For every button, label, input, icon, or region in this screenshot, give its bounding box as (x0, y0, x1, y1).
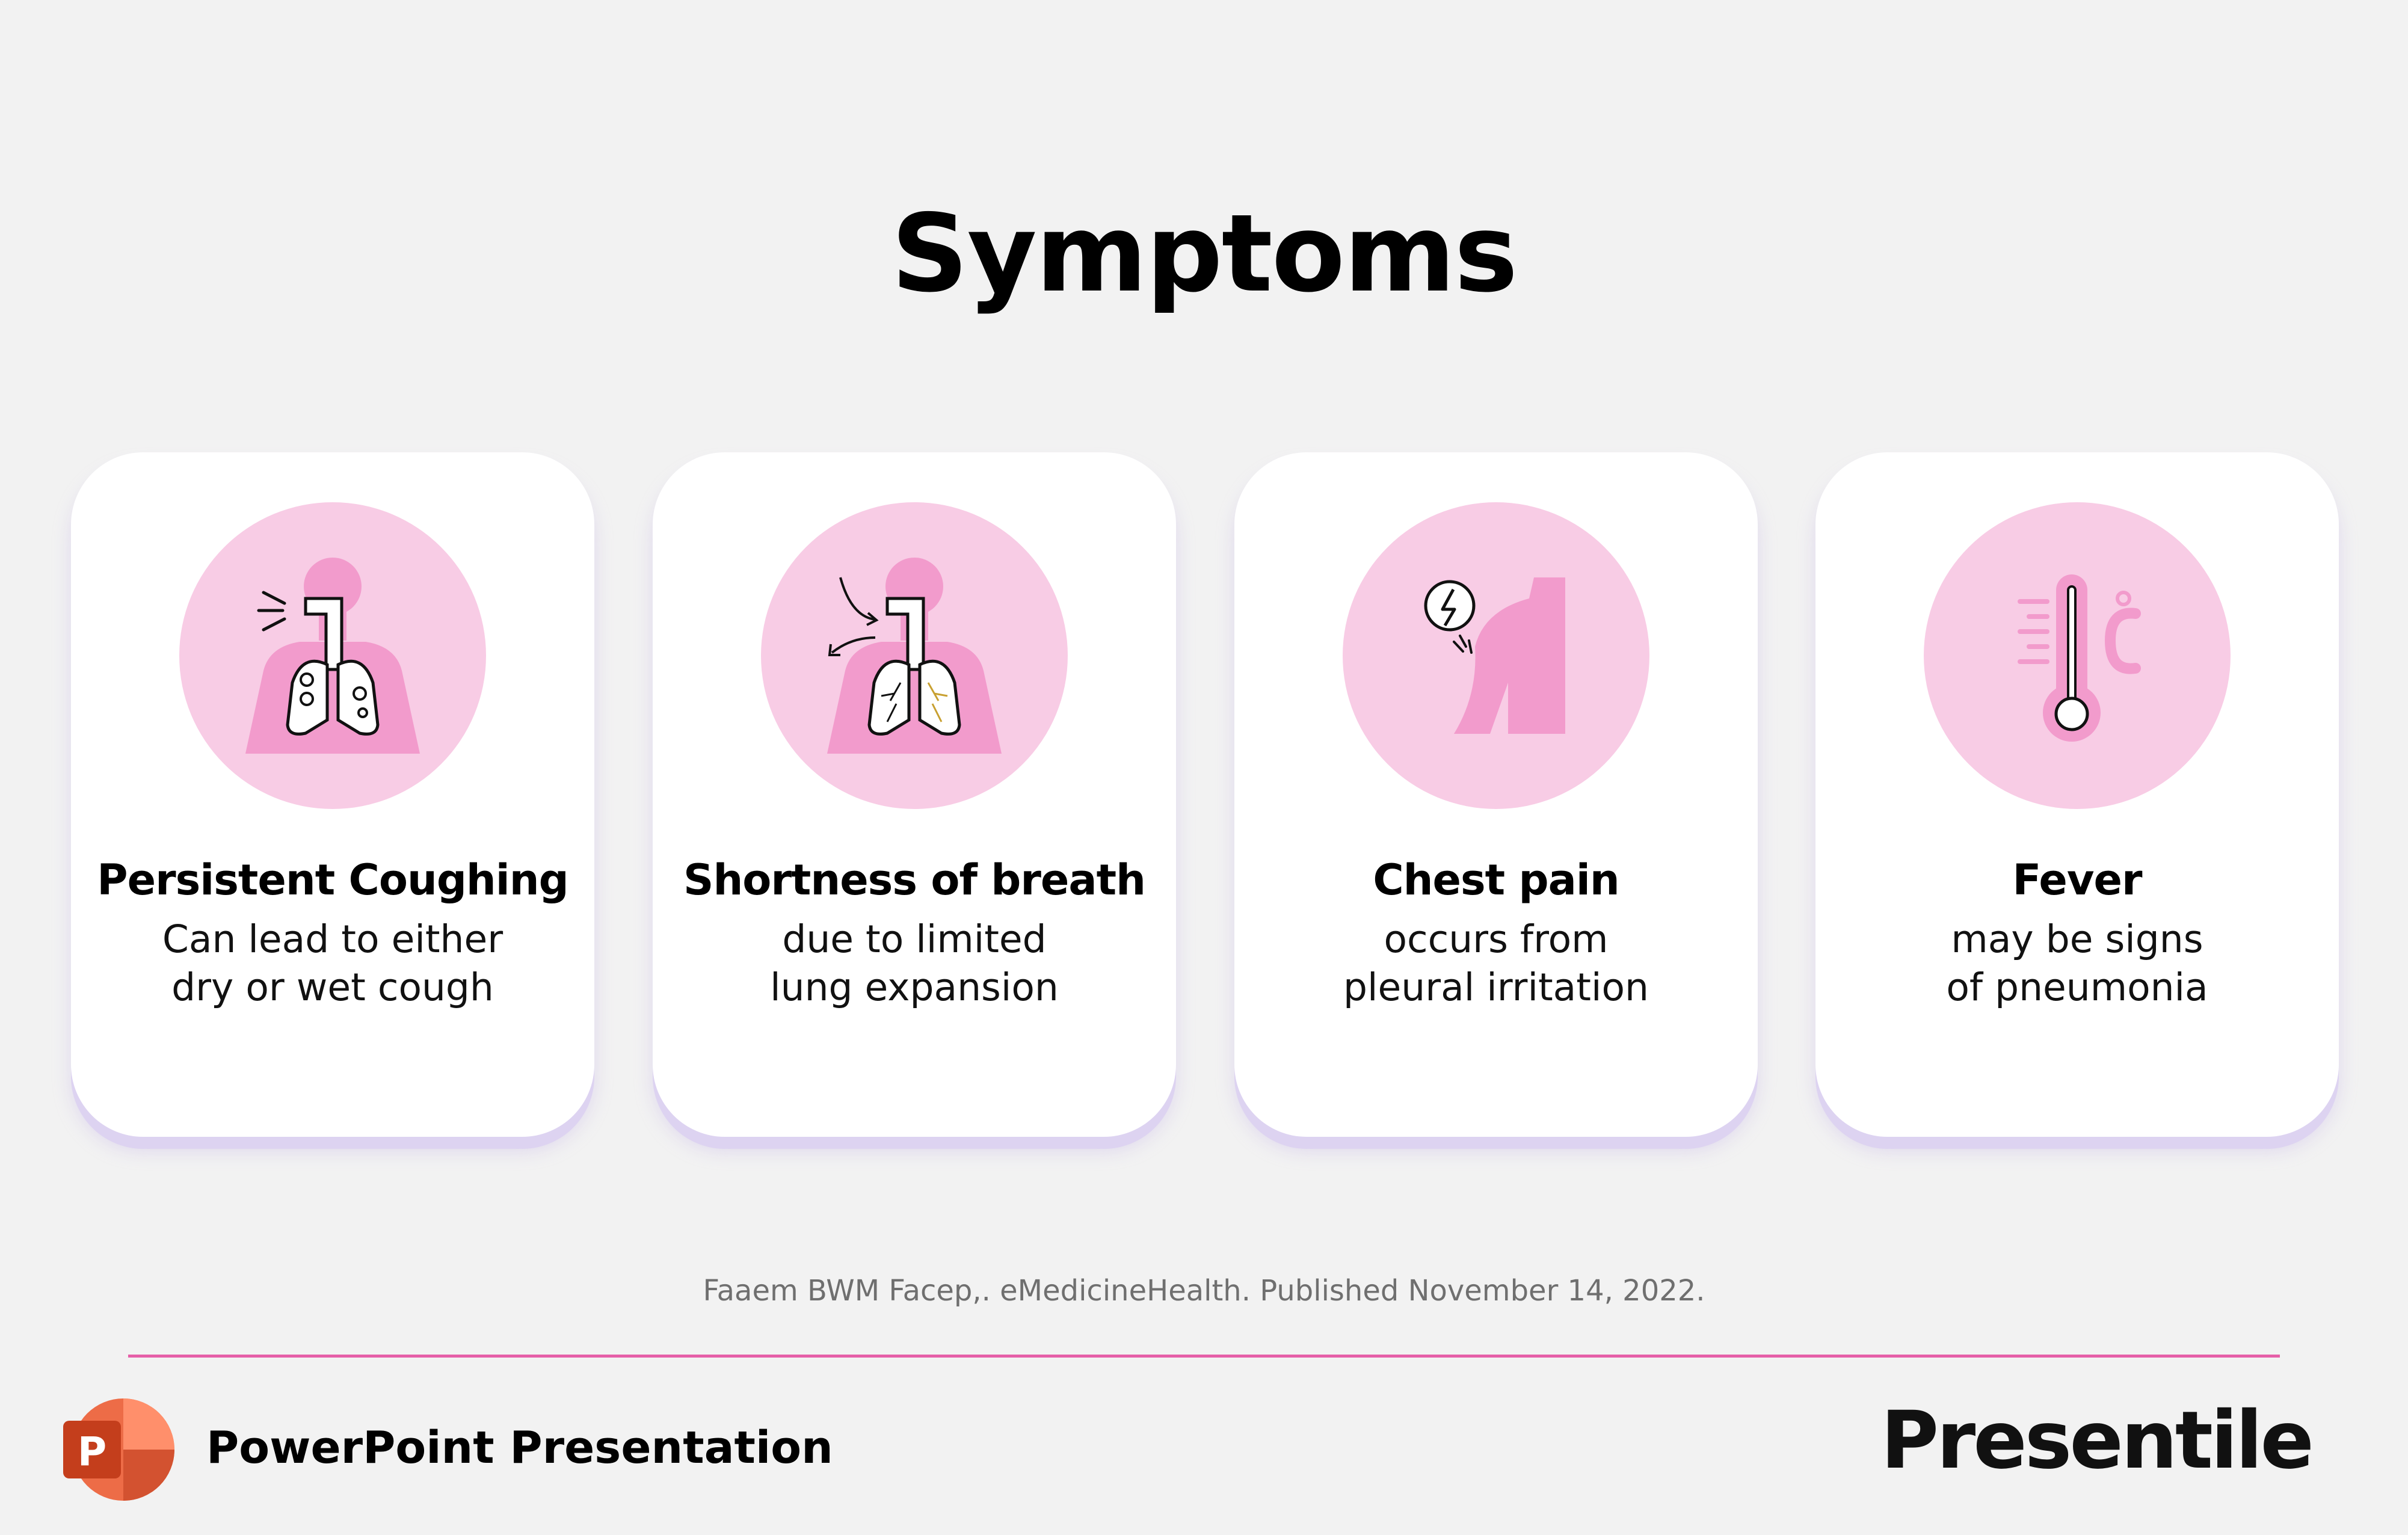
thermometer-icon (1924, 502, 2231, 809)
powerpoint-logo-icon: P (60, 1395, 174, 1504)
card-description: may be signs of pneumonia (1946, 917, 2208, 1009)
source-citation: Faaem BWM Facep,. eMedicineHealth. Publi… (703, 1274, 1705, 1308)
card-description: occurs from pleural irritation (1343, 917, 1649, 1009)
card-title: Chest pain (1373, 855, 1619, 905)
card-title: Fever (2012, 855, 2142, 905)
presentile-logo: Presentile (1880, 1394, 2314, 1487)
symptom-card-coughing: Persistent Coughing Can lead to either d… (71, 452, 594, 1137)
card-title: Persistent Coughing (97, 855, 568, 905)
symptom-card-breath: Shortness of breath due to limited lung … (653, 452, 1176, 1137)
footer-divider (128, 1355, 2280, 1358)
svg-text:P: P (78, 1429, 106, 1475)
coughing-lungs-icon (179, 502, 486, 809)
chest-pain-icon (1343, 502, 1649, 809)
symptom-card-chest-pain: Chest pain occurs from pleural irritatio… (1234, 452, 1758, 1137)
breathing-lungs-icon (761, 502, 1068, 809)
symptom-card-fever: Fever may be signs of pneumonia (1815, 452, 2339, 1137)
slide-title: Symptoms (891, 191, 1518, 316)
card-title: Shortness of breath (683, 855, 1146, 905)
footer-label: PowerPoint Presentation (206, 1422, 833, 1474)
card-description: due to limited lung expansion (770, 917, 1059, 1009)
card-description: Can lead to either dry or wet cough (162, 917, 503, 1009)
